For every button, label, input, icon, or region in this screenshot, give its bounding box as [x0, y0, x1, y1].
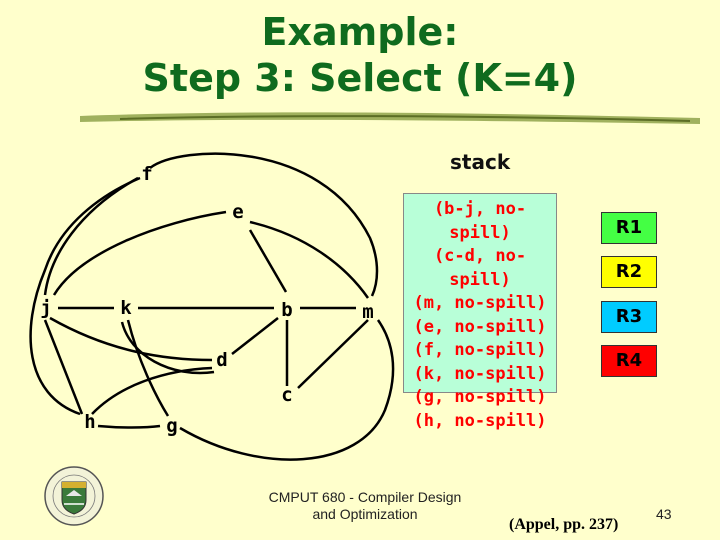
university-crest-icon — [44, 466, 104, 526]
register-r4: R4 — [601, 345, 657, 377]
stack-item: (e, no-spill) — [413, 316, 547, 337]
edge-f-j — [43, 176, 139, 296]
node-e: e — [232, 201, 243, 223]
title-line-1: Example: — [261, 10, 459, 54]
edge-h-d — [91, 366, 213, 415]
title-underline — [80, 112, 700, 124]
page-number: 43 — [656, 506, 672, 522]
stack-item: (c-d, no-spill) — [433, 246, 527, 290]
edge-f-m — [149, 152, 379, 297]
title-underline-stroke — [119, 115, 691, 122]
node-h: h — [84, 411, 95, 433]
node-j: j — [40, 297, 51, 319]
stack-item: (m, no-spill) — [413, 293, 547, 313]
stack-item: (b-j, no-spill) — [433, 199, 527, 243]
edge-g-m — [179, 319, 395, 461]
node-c: c — [281, 384, 292, 406]
title-line-2: Step 3: Select (K=4) — [142, 56, 578, 100]
stack-item: (h, no-spill) — [413, 410, 547, 431]
edge-e-j — [52, 210, 227, 296]
edge-h-f — [29, 176, 141, 416]
node-d: d — [216, 349, 227, 371]
footer-line-2: and Optimization — [312, 506, 418, 522]
register-r2: R2 — [601, 256, 657, 288]
edge-j-h — [43, 319, 84, 415]
edge-e-b — [248, 229, 288, 293]
stack-label: stack — [450, 150, 511, 174]
node-m: m — [362, 301, 373, 323]
edge-b-d — [231, 317, 279, 355]
node-f: f — [141, 163, 152, 185]
footer-line-1: CMPUT 680 - Compiler Design — [268, 489, 462, 505]
edge-h-g — [97, 424, 161, 429]
node-k: k — [120, 297, 132, 319]
register-r1: R1 — [601, 212, 657, 244]
node-g: g — [166, 415, 177, 437]
stack-box: (b-j, no-spill) (c-d, no-spill) (m, no-s… — [403, 193, 557, 431]
edge-j-d — [49, 316, 213, 362]
register-r3: R3 — [601, 301, 657, 333]
stack-item: (f, no-spill) — [413, 340, 547, 360]
graph-edges — [29, 152, 395, 461]
edge-m-c — [297, 319, 369, 389]
node-b: b — [281, 299, 292, 321]
edge-e-m — [249, 220, 370, 299]
stack-item: (g, no-spill) — [413, 387, 547, 407]
stack-item: (k, no-spill) — [413, 363, 547, 384]
footer-course: CMPUT 680 - Compiler Design and Optimiza… — [250, 489, 480, 523]
edge-k-g — [126, 319, 170, 417]
citation: (Appel, pp. 237) — [509, 516, 619, 533]
edge-d-k — [120, 321, 215, 375]
